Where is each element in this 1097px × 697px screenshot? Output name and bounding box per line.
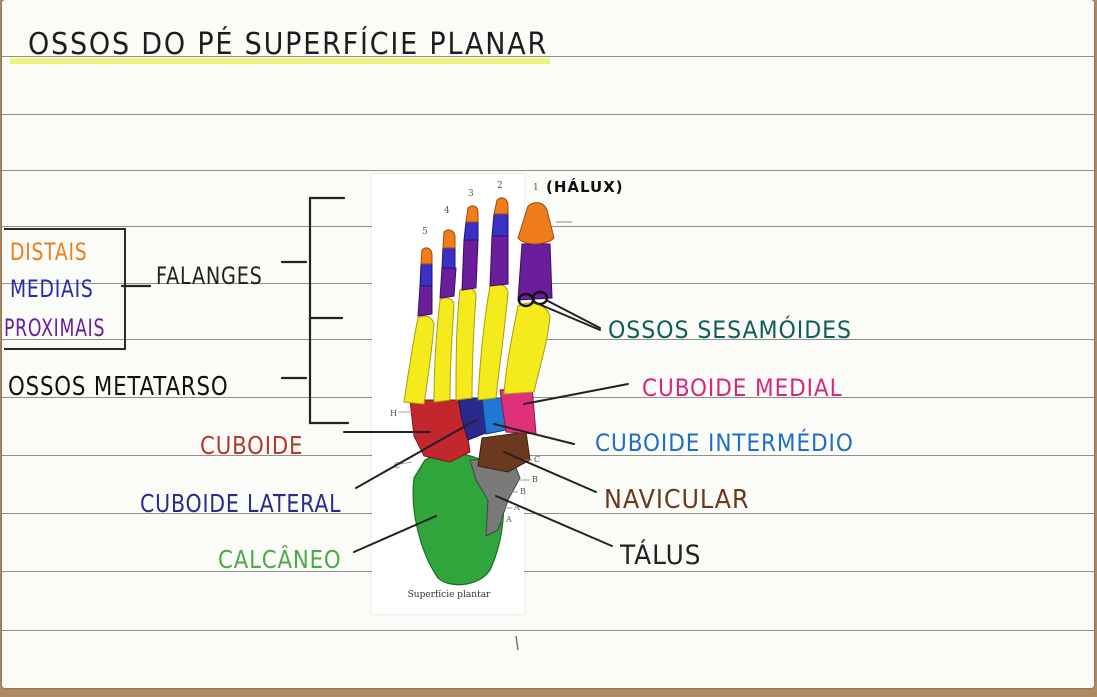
leader-sesamoides-2 (546, 300, 600, 328)
toe-number-5: 5 (422, 227, 428, 237)
bone-proximal-phalanx-4 (440, 268, 456, 298)
bone-distal-phalanx-1 (518, 203, 554, 244)
bone-medial-phalanx-5 (420, 264, 432, 286)
toe-number-2: 2 (497, 181, 503, 191)
bone-metatarsal-3 (456, 288, 476, 400)
figure-mark-a: A (505, 515, 512, 524)
bone-distal-phalanx-4 (443, 230, 455, 248)
figure-mark-b: B (532, 475, 538, 484)
toe-number-4: 4 (444, 206, 450, 216)
bone-metatarsal-5 (404, 316, 434, 404)
bone-distal-phalanx-3 (466, 206, 478, 222)
main-bracket (310, 198, 348, 423)
bone-proximal-phalanx-5 (418, 286, 432, 316)
bone-medial-phalanx-2 (492, 214, 508, 236)
leader-cuboide-medial (524, 384, 628, 404)
bone-proximal-phalanx-2 (490, 236, 508, 286)
bone-proximal-phalanx-1 (518, 244, 552, 300)
leader-talus (496, 496, 612, 546)
figure-mark-b: B (520, 487, 526, 496)
bone-medial-phalanx-4 (442, 248, 455, 268)
figure-mark-c: C (534, 455, 540, 464)
bone-distal-phalanx-2 (494, 198, 508, 214)
bone-metatarsal-1 (504, 303, 550, 394)
bone-medial-phalanx-3 (464, 222, 478, 240)
bone-distal-phalanx-5 (421, 248, 432, 264)
bone-metatarsal-4 (434, 298, 454, 402)
bone-metatarsal-2 (478, 284, 508, 400)
bone-proximal-phalanx-3 (462, 240, 478, 290)
toe-number-3: 3 (468, 189, 474, 199)
pen-mark (516, 636, 518, 650)
toe-number-1: 1 (533, 183, 539, 193)
figure-mark-h: H (390, 409, 397, 418)
